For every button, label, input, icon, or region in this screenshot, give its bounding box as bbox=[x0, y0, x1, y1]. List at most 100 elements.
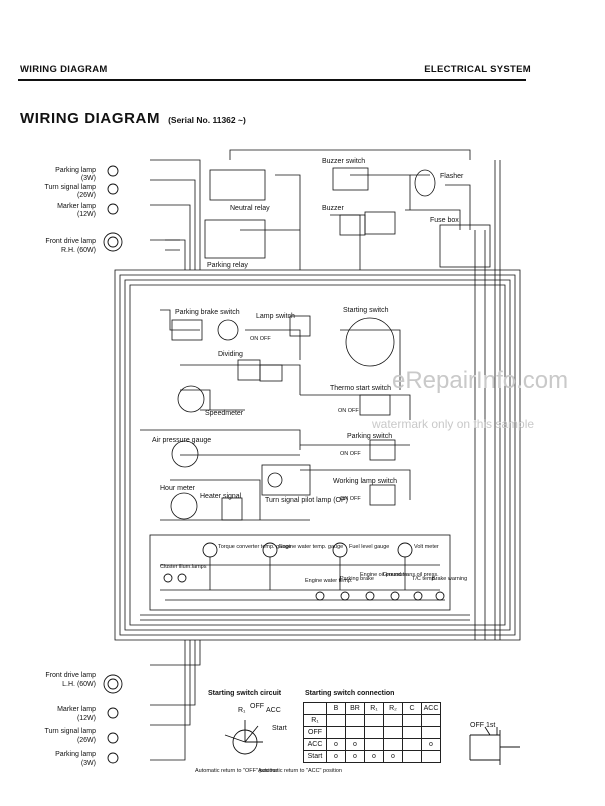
volt-meter-icon bbox=[397, 542, 413, 558]
lamp-rating-8: (3W) bbox=[81, 760, 96, 767]
table-cell bbox=[326, 726, 346, 739]
table-cell: o bbox=[326, 738, 346, 751]
table-cell bbox=[364, 726, 384, 739]
lamp-label-6: Marker lamp bbox=[57, 706, 96, 713]
turn-signal-pilot-icon bbox=[261, 464, 311, 496]
starting-switch-icon bbox=[345, 317, 395, 367]
parking-lamp-lh-icon bbox=[107, 752, 119, 764]
warning-label-1: Engine water temp. bbox=[305, 578, 353, 584]
front-drive-lamp-rh-icon bbox=[103, 232, 123, 252]
table-col-header: B bbox=[326, 702, 346, 715]
lamp-rating-1: (3W) bbox=[81, 175, 96, 182]
parking-switch-icon bbox=[369, 439, 396, 461]
dividing-label: Dividing bbox=[218, 351, 243, 358]
starting-switch-label: Starting switch bbox=[343, 307, 389, 314]
ss-circuit-pos-start: Start bbox=[272, 725, 287, 732]
ss-circuit-pos-off: OFF bbox=[250, 703, 264, 710]
parking-brake-switch-label: Parking brake switch bbox=[175, 309, 240, 316]
lamp-rating-4: R.H. (60W) bbox=[61, 247, 96, 254]
table-cell bbox=[383, 726, 403, 739]
ss-circuit-note-left: Automatic return to "OFF" position bbox=[195, 768, 278, 774]
cluster-label: Cluster illum.lamps bbox=[160, 564, 207, 570]
ss-conn-title: Starting switch connection bbox=[305, 690, 394, 697]
table-cell bbox=[402, 726, 422, 739]
parking-onoff: ON OFF bbox=[340, 451, 361, 457]
working-lamp-label: Working lamp switch bbox=[333, 478, 397, 485]
lamp-label-1: Parking lamp bbox=[55, 167, 96, 174]
warning-label-6: Brake warning bbox=[432, 576, 467, 582]
header-right: ELECTRICAL SYSTEM bbox=[424, 64, 531, 75]
buzzer-switch-icon bbox=[332, 167, 369, 191]
neutral-relay-icon bbox=[209, 169, 266, 201]
table-cell bbox=[383, 738, 403, 751]
fuel-level-gauge-icon bbox=[332, 542, 348, 558]
ss-circuit-pos-acc: ACC bbox=[266, 707, 281, 714]
table-cell: o bbox=[345, 750, 365, 763]
buzzer-icon bbox=[339, 214, 366, 236]
table-col-header: BR bbox=[345, 702, 365, 715]
key-switch-label: OFF 1st bbox=[470, 722, 495, 729]
flasher-icon bbox=[414, 169, 436, 197]
starting-switch-connection-table: B BR R₁ R₂ C ACC R₁ OFF ACC o o o Start … bbox=[303, 702, 441, 763]
table-row: ACC o o o bbox=[303, 738, 441, 751]
gauge-label-2: Engine water temp. gauge bbox=[279, 544, 343, 550]
harness-frame-inner bbox=[119, 274, 516, 636]
table-row: OFF bbox=[303, 726, 441, 739]
table-cell bbox=[402, 750, 422, 763]
fuse-box-label: Fuse box bbox=[430, 217, 459, 224]
lamp-label-5: Front drive lamp bbox=[45, 672, 96, 679]
engine-water-gauge-icon bbox=[262, 542, 278, 558]
parking-brake-lamp-icon bbox=[217, 319, 239, 341]
table-cell bbox=[326, 714, 346, 727]
table-cell: o bbox=[364, 750, 384, 763]
table-header-row: B BR R₁ R₂ C ACC bbox=[303, 702, 441, 715]
parking-relay-icon bbox=[204, 219, 266, 259]
table-cell bbox=[364, 714, 384, 727]
table-cell bbox=[402, 738, 422, 751]
watermark-site: eRepairInfo.com bbox=[392, 367, 569, 394]
neutral-relay-label: Neutral relay bbox=[230, 205, 270, 212]
title-main: WIRING DIAGRAM bbox=[20, 110, 161, 127]
speedometer-icon bbox=[177, 385, 205, 413]
gauge-label-4: Volt meter bbox=[414, 544, 439, 550]
table-col-header: R₁ bbox=[364, 702, 384, 715]
thermo-onoff: ON OFF bbox=[338, 408, 359, 414]
buzzer-relay-icon bbox=[364, 211, 396, 235]
buzzer-label: Buzzer bbox=[322, 205, 344, 212]
dividing-connector-icon bbox=[259, 364, 283, 382]
table-cell bbox=[364, 738, 384, 751]
ss-circuit-pos-r1: R₁ bbox=[238, 707, 246, 714]
air-pressure-gauge-icon bbox=[171, 440, 199, 468]
lamp-label-4: Front drive lamp bbox=[45, 238, 96, 245]
table-col-header: ACC bbox=[421, 702, 441, 715]
cluster-lamp-icon bbox=[163, 573, 173, 583]
flasher-label: Flasher bbox=[440, 173, 464, 180]
lamp-label-8: Parking lamp bbox=[55, 751, 96, 758]
thermo-start-switch-icon bbox=[359, 394, 391, 416]
harness-frame bbox=[114, 269, 521, 641]
table-row-label: ACC bbox=[303, 738, 327, 751]
table-cell bbox=[421, 726, 441, 739]
table-cell bbox=[421, 714, 441, 727]
speedometer-label: Speedmeter bbox=[205, 410, 244, 417]
parking-brake-switch-icon bbox=[171, 319, 203, 341]
lamp-label-3: Marker lamp bbox=[57, 203, 96, 210]
page-title: WIRING DIAGRAM (Serial No. 11362 ~) bbox=[20, 110, 246, 127]
hour-meter-icon bbox=[170, 492, 198, 520]
marker-lamp-rh-icon bbox=[107, 203, 119, 215]
gauge-label-1: Torque converter temp. gauge bbox=[218, 544, 291, 550]
gauge-label-3: Fuel level gauge bbox=[349, 544, 389, 550]
table-cell bbox=[345, 726, 365, 739]
turn-signal-lamp-lh-icon bbox=[107, 732, 119, 744]
title-serial: (Serial No. 11362 ~) bbox=[168, 115, 246, 125]
lamp-label-7: Turn signal lamp bbox=[45, 728, 97, 735]
parking-relay-label: Parking relay bbox=[207, 262, 248, 269]
warning-label-4: Ground trans.oil press. bbox=[383, 572, 439, 578]
lamp-rating-7: (26W) bbox=[77, 737, 96, 744]
ss-circuit-note-right: Automatic return to "ACC" position bbox=[258, 768, 342, 774]
dividing-icon bbox=[237, 359, 261, 381]
hour-meter-label: Hour meter bbox=[160, 485, 196, 492]
working-onoff: ON OFF bbox=[340, 496, 361, 502]
ss-circuit-title: Starting switch circuit bbox=[208, 690, 282, 697]
table-cell: o bbox=[421, 738, 441, 751]
